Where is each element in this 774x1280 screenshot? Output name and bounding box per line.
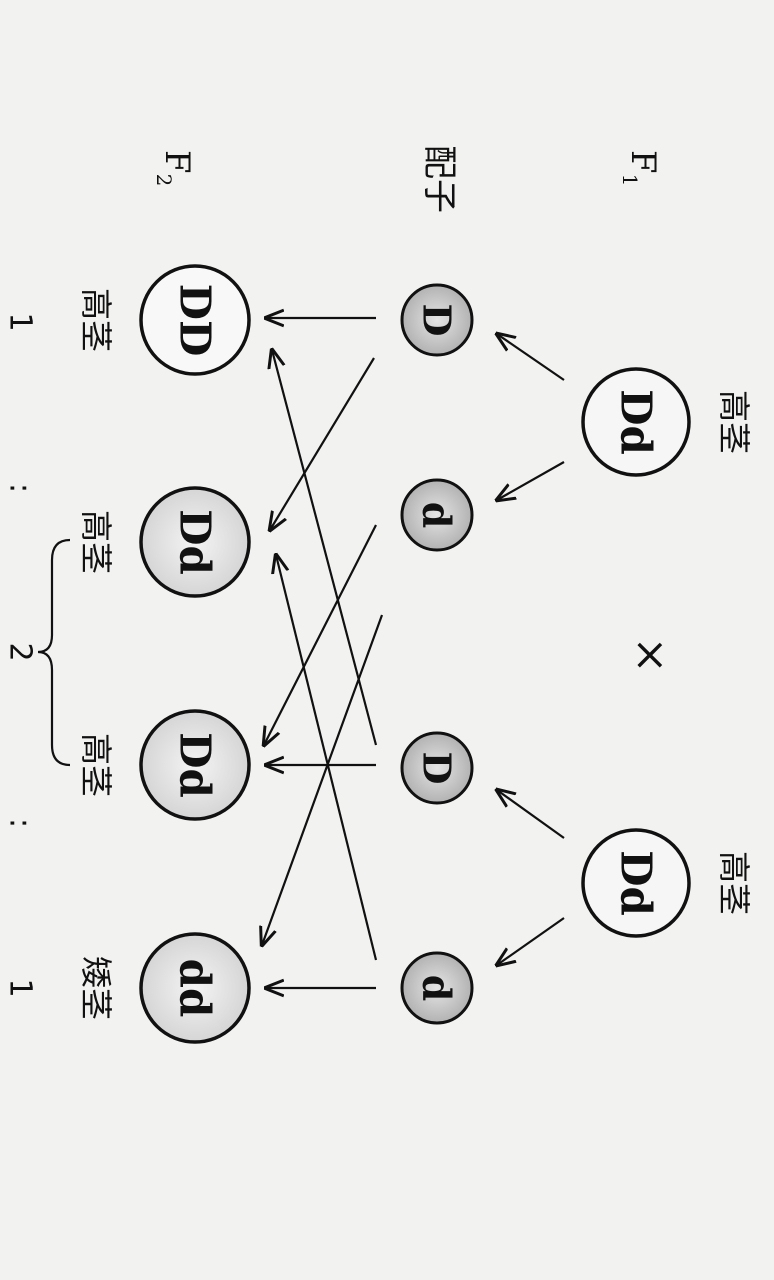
offspring-genotype: Dd: [171, 509, 220, 575]
gamete-allele: d: [415, 975, 460, 1002]
ratio-value: 2: [3, 642, 38, 661]
svg-text:F2: F2: [152, 150, 197, 186]
offspring-2: Dd 高茎: [77, 486, 251, 598]
gamete-allele: D: [415, 752, 460, 785]
arrow: [276, 555, 378, 961]
gamete-circle: [400, 478, 474, 552]
ratio-value: 1: [3, 978, 38, 997]
gamete-4: d: [400, 951, 474, 1025]
arrow: [497, 461, 565, 500]
offspring-genotype: dd: [171, 959, 220, 1018]
offspring-circle: [139, 709, 251, 821]
parent-circle: [581, 367, 691, 477]
parent-genotype: Dd: [612, 389, 661, 455]
gamete-circle: [400, 283, 474, 357]
parent-arrows: [497, 334, 565, 965]
parent-1: Dd 高茎: [581, 367, 753, 477]
parent-genotype: Dd: [612, 850, 661, 916]
offspring-phenotype: 高茎: [77, 733, 115, 797]
offspring-circle: [139, 932, 251, 1044]
row-label-f2: F2: [152, 150, 197, 186]
gamete-circle: [400, 731, 474, 805]
parent-2: Dd 高茎: [581, 828, 753, 938]
arrow: [264, 524, 377, 745]
parent-phenotype: 高茎: [715, 390, 753, 454]
parent-circle: [581, 828, 691, 938]
row-label-f1: F1: [618, 150, 663, 186]
brace: [37, 538, 71, 767]
offspring-circle: [139, 486, 251, 598]
row-label-gamete: 配子: [419, 145, 459, 213]
ratio-separator: :: [3, 818, 38, 828]
arrow: [497, 790, 565, 839]
gamete-3: D: [400, 731, 474, 805]
arrow: [270, 357, 375, 530]
parent-phenotype: 高茎: [715, 851, 753, 915]
offspring-phenotype: 高茎: [77, 510, 115, 574]
arrow: [497, 917, 565, 965]
offspring-phenotype: 矮茎: [77, 956, 115, 1020]
arrow: [262, 614, 384, 945]
offspring-4: dd 矮茎: [77, 932, 251, 1044]
gamete-1: D: [400, 283, 474, 357]
arrow: [497, 334, 565, 381]
fertilization-arrows: [262, 318, 384, 988]
gamete-2: d: [400, 478, 474, 552]
offspring-circle: [139, 264, 251, 376]
offspring-1: DD 高茎: [77, 264, 251, 376]
arrow: [272, 350, 378, 746]
offspring-genotype: Dd: [171, 732, 220, 798]
gamete-circle: [400, 951, 474, 1025]
offspring-3: Dd 高茎: [77, 709, 251, 821]
svg-text:F1: F1: [618, 150, 663, 186]
cross-sign: ×: [625, 637, 676, 674]
gamete-allele: D: [415, 304, 460, 337]
gamete-allele: d: [415, 502, 460, 529]
ratio-value: 1: [3, 312, 38, 331]
offspring-genotype: DD: [171, 284, 220, 357]
offspring-phenotype: 高茎: [77, 288, 115, 352]
ratio-separator: :: [3, 483, 38, 493]
